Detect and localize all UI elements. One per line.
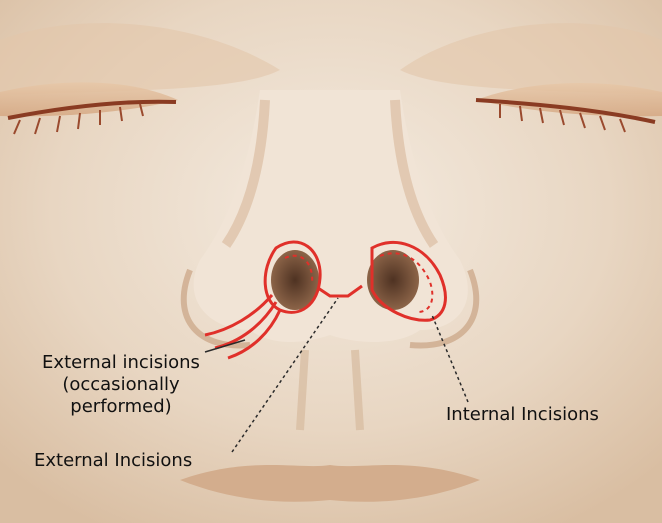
label-line: External incisions bbox=[14, 352, 228, 374]
internal-incisions-label: Internal Incisions bbox=[446, 404, 599, 426]
label-line: (occasionally bbox=[14, 374, 228, 396]
external-incisions-label: External Incisions bbox=[34, 450, 192, 472]
label-line: performed) bbox=[14, 396, 228, 418]
external-incisions-occasional-label: External incisions (occasionally perform… bbox=[14, 352, 228, 418]
